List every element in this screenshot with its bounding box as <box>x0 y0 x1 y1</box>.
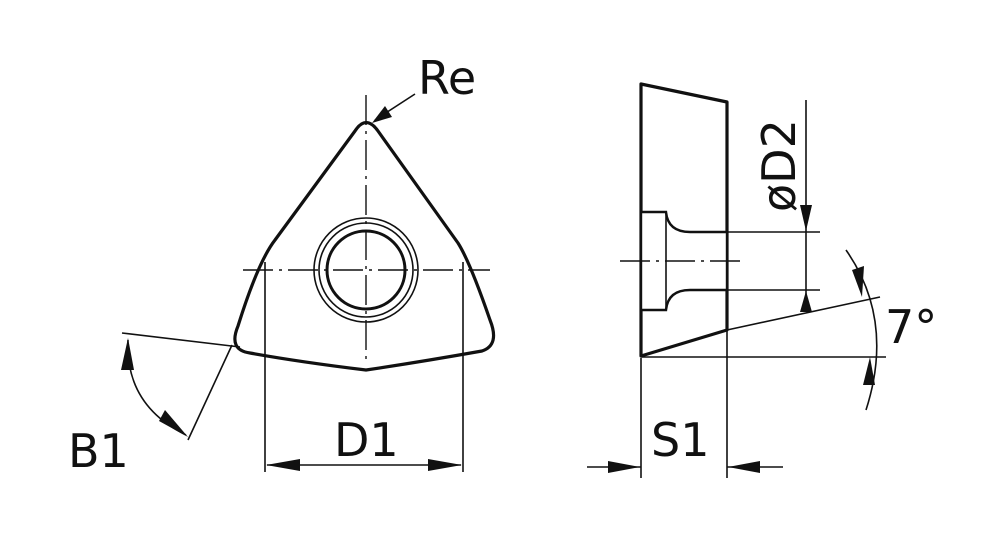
angle-dimension: 7° <box>641 249 937 411</box>
re-leader-arrow <box>372 106 392 123</box>
b1-dimension: B1 <box>68 332 241 478</box>
insert-side-view <box>620 82 745 358</box>
d2-label: øD2 <box>752 119 806 212</box>
angle-arrow-top <box>852 266 864 297</box>
b1-arrow-bottom <box>159 410 188 437</box>
d1-dimension: D1 <box>264 262 464 472</box>
angle-arc <box>845 249 878 411</box>
b1-angle-arc <box>127 339 187 436</box>
b1-reference-line <box>121 332 241 348</box>
d1-arrow-left <box>266 459 300 471</box>
insert-top-body <box>233 120 496 372</box>
d1-arrow-right <box>428 459 462 471</box>
d2-arrow-bottom <box>800 291 812 312</box>
b1-arrow-top <box>121 338 134 370</box>
s1-dimension: S1 <box>587 330 783 478</box>
s1-label: S1 <box>651 413 709 467</box>
angle-arrow-bottom <box>863 357 875 385</box>
angle-flank-extension <box>726 296 881 331</box>
s1-arrow-left <box>608 461 640 473</box>
insert-top-view <box>233 95 496 372</box>
d1-label: D1 <box>334 413 399 467</box>
re-label: Re <box>418 51 476 105</box>
b1-edge-extension <box>187 344 233 441</box>
d2-arrow-top <box>800 205 812 231</box>
b1-label: B1 <box>68 424 129 478</box>
s1-arrow-right <box>728 461 760 473</box>
angle-label: 7° <box>885 300 937 354</box>
d2-dimension: øD2 <box>727 100 820 312</box>
re-dimension: Re <box>372 51 476 123</box>
